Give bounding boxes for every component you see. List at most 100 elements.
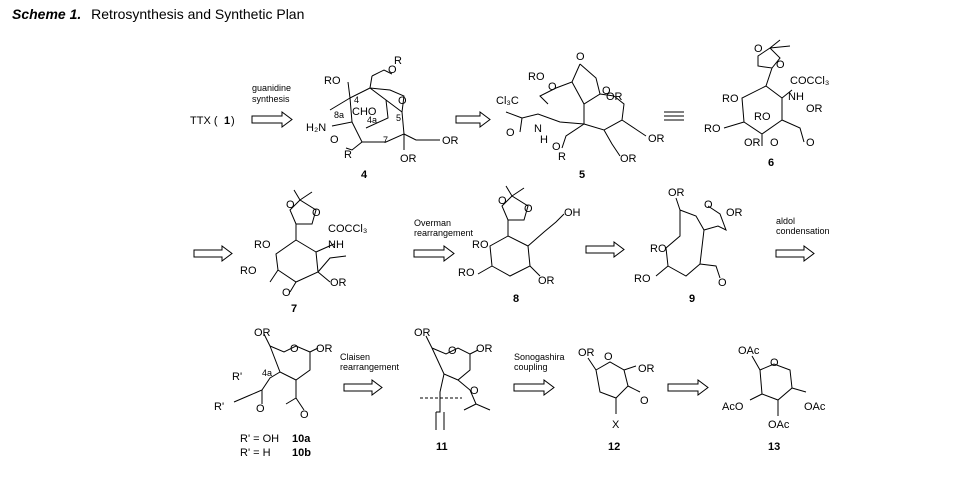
- compound-13-structure: OAc O AcO OAc OAc 13: [722, 345, 826, 453]
- svg-text:O: O: [286, 199, 295, 211]
- svg-text:OR: OR: [330, 277, 347, 289]
- svg-text:O: O: [312, 207, 321, 219]
- compound-11-number: 11: [436, 441, 448, 453]
- svg-text:R': R': [232, 371, 242, 383]
- compound-8-number: 8: [513, 293, 519, 305]
- svg-text:4a: 4a: [367, 115, 377, 125]
- svg-text:OR: OR: [638, 363, 655, 375]
- compound-5-structure: O RO O O OR Cl₃C O N H O R OR OR 5: [496, 51, 665, 181]
- ttx-close: ): [231, 115, 235, 127]
- svg-text:O: O: [704, 199, 713, 211]
- ttx-text: TTX (: [190, 115, 218, 127]
- svg-text:CHO: CHO: [352, 106, 377, 118]
- retro-arrow-3: [193, 245, 233, 262]
- retro-arrow-4: [585, 241, 625, 258]
- svg-text:O: O: [770, 137, 779, 149]
- svg-text:R: R: [394, 55, 402, 67]
- svg-text:COCCl₃: COCCl₃: [790, 75, 829, 87]
- compound-10-structure: OR O OR 4a R' R' O O R' = OH 10a R' = H …: [214, 327, 333, 459]
- svg-text:OAc: OAc: [768, 419, 790, 431]
- compound-7-structure: O O COCCl₃ NH RO RO OR O 7: [240, 189, 367, 315]
- compound-7-number: 7: [291, 303, 297, 315]
- aldol-label-1: aldol: [776, 216, 795, 226]
- compound-12-structure: OR O OR O X 12: [578, 347, 655, 453]
- compound-6-number: 6: [768, 157, 774, 169]
- svg-text:O: O: [524, 203, 533, 215]
- svg-text:O: O: [640, 395, 649, 407]
- r10a-eq: R' = OH: [240, 433, 279, 445]
- compound-10a-number: 10a: [292, 433, 311, 445]
- svg-text:O: O: [300, 409, 309, 421]
- svg-text:RO: RO: [240, 265, 257, 277]
- svg-text:OR: OR: [578, 347, 595, 359]
- svg-text:N: N: [534, 123, 542, 135]
- svg-text:OR: OR: [476, 343, 493, 355]
- svg-text:COCCl₃: COCCl₃: [328, 223, 367, 235]
- svg-text:RO: RO: [528, 71, 545, 83]
- guanidine-label-2: synthesis: [252, 94, 290, 104]
- compound-9-structure: OR O OR RO RO O 9: [634, 187, 743, 305]
- svg-text:OR: OR: [442, 135, 459, 147]
- svg-text:OR: OR: [400, 153, 417, 165]
- compound-13-number: 13: [768, 441, 780, 453]
- svg-text:O: O: [776, 59, 785, 71]
- overman-arrow: Overman rearrangement: [413, 218, 474, 262]
- svg-text:AcO: AcO: [722, 401, 744, 413]
- svg-text:O: O: [754, 43, 763, 55]
- svg-text:O: O: [330, 134, 339, 146]
- compound-8-structure: O O OH RO RO OR 8: [458, 185, 581, 305]
- svg-text:OH: OH: [564, 207, 581, 219]
- claisen-label-1: Claisen: [340, 352, 370, 362]
- compound-11-structure: OR O OR O 11: [414, 327, 493, 453]
- overman-label-2: rearrangement: [414, 228, 474, 238]
- svg-text:RO: RO: [634, 273, 651, 285]
- svg-text:RO: RO: [722, 93, 739, 105]
- compound-10b-number: 10b: [292, 447, 311, 459]
- sonogashira-arrow: Sonogashira coupling: [513, 352, 565, 396]
- compound-4-structure: O R RO O 4 CHO 8a 4a 5 7 H₂N O R OR OR 4: [306, 55, 459, 181]
- svg-text:OR: OR: [414, 327, 431, 339]
- svg-text:H₂N: H₂N: [306, 122, 326, 134]
- svg-text:7: 7: [383, 135, 388, 145]
- equivalence-sign: [664, 111, 684, 121]
- svg-text:O: O: [498, 195, 507, 207]
- svg-text:O: O: [576, 51, 585, 63]
- svg-text:R: R: [558, 151, 566, 163]
- svg-text:O: O: [506, 127, 515, 139]
- svg-text:OR: OR: [648, 133, 665, 145]
- svg-text:O: O: [602, 85, 611, 97]
- svg-text:OR: OR: [620, 153, 637, 165]
- svg-text:OR: OR: [668, 187, 685, 199]
- compound-6-structure: O O COCCl₃ NH RO OR RO RO OR O O 6: [704, 39, 829, 169]
- claisen-arrow: Claisen rearrangement: [340, 352, 400, 396]
- overman-label-1: Overman: [414, 218, 451, 228]
- sonogashira-label-2: coupling: [514, 362, 548, 372]
- svg-text:O: O: [282, 287, 291, 299]
- compound-9-number: 9: [689, 293, 695, 305]
- svg-text:Cl₃C: Cl₃C: [496, 95, 519, 107]
- svg-text:H: H: [540, 134, 548, 146]
- scheme-title-text: Retrosynthesis and Synthetic Plan: [91, 6, 305, 22]
- svg-text:OR: OR: [316, 343, 333, 355]
- retro-arrow-2: [455, 111, 491, 128]
- ttx-label: TTX ( 1 ): [190, 115, 235, 127]
- guanidine-label-1: guanidine: [252, 83, 291, 93]
- svg-text:RO: RO: [704, 123, 721, 135]
- svg-text:RO: RO: [254, 239, 271, 251]
- svg-text:NH: NH: [788, 91, 804, 103]
- ttx-number: 1: [224, 115, 230, 127]
- svg-text:4: 4: [354, 95, 359, 105]
- r10b-eq: R' = H: [240, 447, 271, 459]
- sonogashira-label-1: Sonogashira: [514, 352, 565, 362]
- svg-text:O: O: [256, 403, 265, 415]
- svg-text:O: O: [718, 277, 727, 289]
- svg-text:O: O: [388, 64, 397, 76]
- retro-arrow-1: guanidine synthesis: [251, 83, 293, 128]
- svg-text:OR: OR: [726, 207, 743, 219]
- compound-4-number: 4: [361, 169, 368, 181]
- svg-text:OAc: OAc: [804, 401, 826, 413]
- svg-text:X: X: [612, 419, 620, 431]
- svg-text:OR: OR: [806, 103, 823, 115]
- svg-text:OAc: OAc: [738, 345, 760, 357]
